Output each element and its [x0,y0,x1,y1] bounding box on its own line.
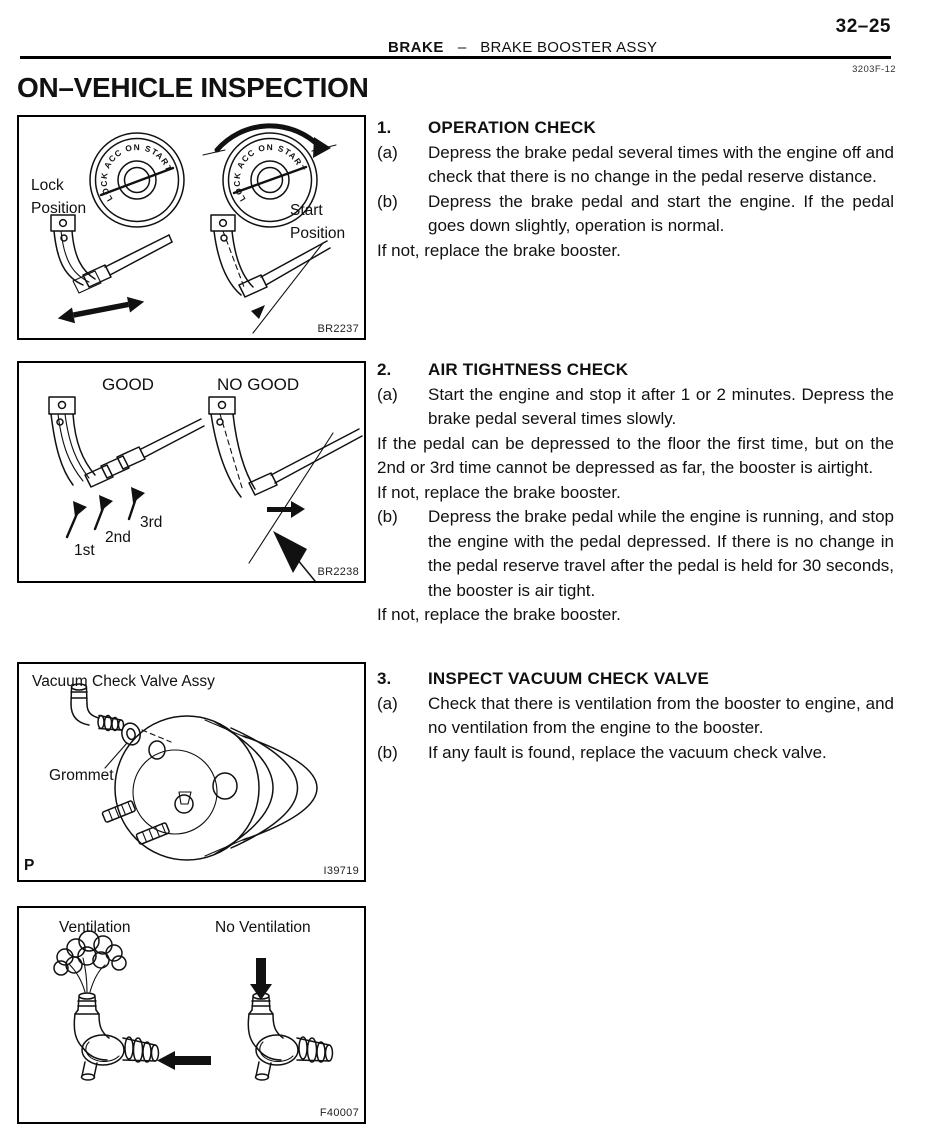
figure-code: I39719 [323,865,359,877]
first-stroke-label: 1st [74,542,95,559]
no-ventilation-valve-drawing [247,958,334,1081]
lock-position-label-line1: Lock [31,177,64,194]
note-text: If not, replace the brake booster. [377,240,621,260]
no-ventilation-label: No Ventilation [215,919,311,936]
breadcrumb: BRAKE – BRAKE BOOSTER ASSY [388,39,657,56]
figure-ventilation-check: Ventilation No Ventilation F40007 [17,906,366,1124]
booster-stud-icon [135,822,170,845]
vacuum-check-valve-label: Vacuum Check Valve Assy [32,673,215,690]
figure-pedal-drawing [48,396,363,581]
note-text: If not, replace the brake booster. [377,605,621,624]
grommet-drawing [121,722,141,746]
header-separator: – [457,39,467,56]
air-spray-icon [68,957,106,993]
step-text: Depress the brake pedal while the engine… [428,507,894,600]
section-title: INSPECT VACUUM CHECK VALVE [428,669,709,688]
header-rule [20,56,891,59]
figure-pedal-check: GOOD NO GOOD 1st 2nd 3rd BR2238 [17,361,366,583]
step-label: (a) [377,384,398,404]
section-title: OPERATION CHECK [428,118,596,137]
good-label: GOOD [102,375,154,394]
figure-code: F40007 [319,1107,359,1119]
section-number: 1. [377,118,392,137]
brake-booster-drawing [101,715,318,861]
section-number: 3. [377,669,392,688]
lock-position-label-line2: Position [31,200,87,217]
pedal-good-drawing [48,396,205,539]
procedure-step: (b) Depress the brake pedal and start th… [377,190,894,239]
procedure-step: (a) Depress the brake pedal several time… [377,141,894,190]
procedure-step: (a) Check that there is ventilation from… [377,692,894,741]
pedal-travel-arrow-icon [57,296,145,324]
figure-check-valve-booster: Vacuum Check Valve Assy Grommet P I39719 [17,662,366,882]
section-air-tightness-check: 2. AIR TIGHTNESS CHECK (a) Start the eng… [377,358,894,628]
third-stroke-label: 3rd [140,514,163,531]
vapor-cloud-icon [53,930,127,976]
corner-mark: P [24,857,35,874]
figure-code: BR2238 [317,566,359,578]
down-arrow-icon [250,958,272,1000]
figure-code: BR2237 [317,323,359,335]
step-label: (b) [377,191,398,211]
flow-arrow-icon [157,1051,211,1070]
start-position-label-line1: Start [290,202,323,219]
rotation-arrow-icon [313,137,331,158]
grommet-label: Grommet [49,767,114,784]
no-travel-arrow-icon [267,501,305,518]
ventilation-label: Ventilation [59,919,131,936]
ignition-dial-lock-icon [89,132,185,228]
ignition-dial-start-icon [202,123,337,228]
step-text: Check that there is ventilation from the… [428,693,894,738]
header-code: 3203F-12 [852,64,896,75]
booster-stud-icon [101,800,136,823]
section-number: 2. [377,360,392,379]
step-text: Start the engine and stop it after 1 or … [428,384,894,429]
pedal-stop-arrow-icon [273,531,316,581]
pedal-nogood-drawing [208,396,363,581]
figure-ignition-positions: LOCK ACC ON START LOCK ACC ON START [17,115,366,340]
note-text: If the pedal can be depressed to the flo… [377,433,894,478]
brake-pedal-lock-drawing [50,214,173,324]
brake-pedal-start-drawing [210,214,331,334]
figure-booster-drawing [70,683,318,861]
section-heading: 3. INSPECT VACUUM CHECK VALVE [377,667,894,692]
figure-ventilation-drawing [53,930,334,1081]
section-inspect-vacuum-check-valve: 3. INSPECT VACUUM CHECK VALVE (a) Check … [377,667,894,765]
note-text: If not, replace the brake booster. [377,482,621,502]
step-label: (b) [377,507,398,526]
second-stroke-label: 2nd [105,529,131,546]
section-heading: 1. OPERATION CHECK [377,116,894,141]
grommet-leader-line [104,742,128,769]
pedal-arrow-icon [251,305,265,319]
check-valve-drawing [70,683,125,732]
header-subsection: BRAKE BOOSTER ASSY [480,39,658,56]
page-number: 32–25 [835,16,891,37]
step-text: Depress the brake pedal and start the en… [428,191,894,236]
start-position-label-line2: Position [290,225,346,242]
step-text: If any fault is found, replace the vacuu… [428,742,827,762]
stroke-arrows-icon [65,487,145,539]
step-label: (a) [377,693,398,713]
section-operation-check: 1. OPERATION CHECK (a) Depress the brake… [377,116,894,263]
page-title: ON–VEHICLE INSPECTION [17,72,369,103]
svg-text:LOCK ACC ON START: LOCK ACC ON START [232,142,308,203]
section-heading: 2. AIR TIGHTNESS CHECK [377,358,894,383]
assembly-dashed-line [141,729,172,743]
figure-ignition-drawing: LOCK ACC ON START LOCK ACC ON START [50,123,337,334]
procedure-step: (b) If any fault is found, replace the v… [377,741,894,766]
section-title: AIR TIGHTNESS CHECK [428,360,629,379]
ventilation-valve-drawing [53,930,211,1081]
no-good-label: NO GOOD [217,375,300,394]
header-section: BRAKE [388,39,444,56]
step-label: (b) [377,742,398,762]
dial-text-start: LOCK ACC ON START [232,142,307,203]
step-text: Depress the brake pedal several times wi… [428,142,894,187]
procedure-step: (a) Start the engine and stop it after 1… [377,383,894,432]
procedure-step: (b) Depress the brake pedal while the en… [377,505,894,603]
step-label: (a) [377,142,398,162]
